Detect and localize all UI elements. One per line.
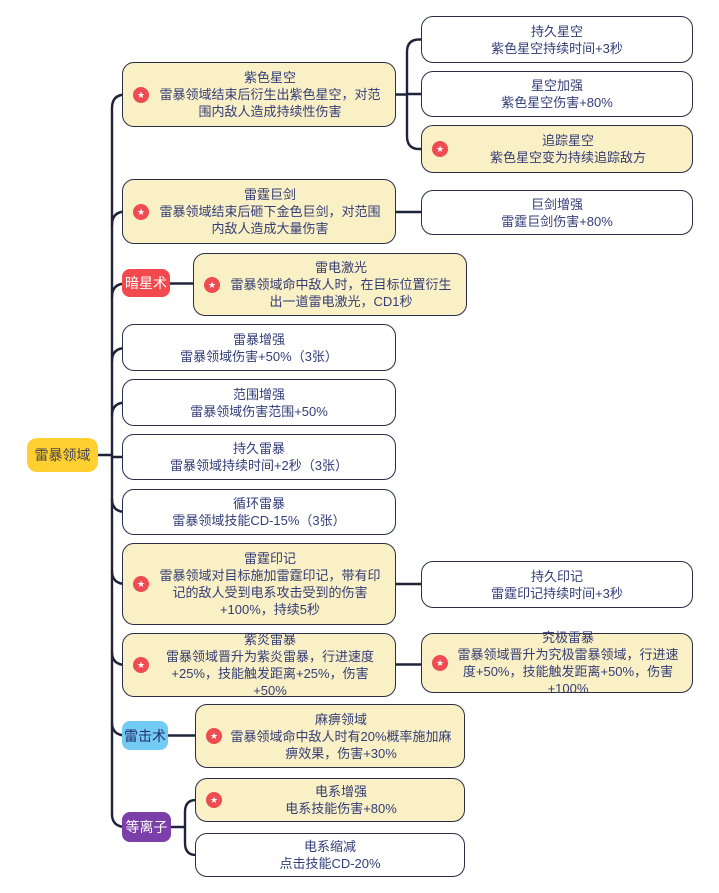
root-label: 雷暴领域	[34, 447, 91, 463]
node-lasting-mark: 持久印记 雷霆印记持续时间+3秒	[421, 561, 693, 608]
node-title: 星空加强	[530, 78, 583, 93]
node-title: 持久雷暴	[232, 441, 285, 456]
node-title: 雷暴增强	[232, 331, 285, 347]
node-body: 紫色星空伤害+80%	[501, 95, 613, 110]
node-title: 麻痹领域	[314, 711, 367, 727]
node-body: 雷暴领域技能CD-15%（3张）	[172, 513, 346, 528]
node-title: 雷霆印记	[243, 551, 296, 566]
node-body: 雷暴领域结束后衍生出紫色星空，对范围内敌人造成持续性伤害	[159, 87, 381, 119]
label-text: 雷击术	[124, 727, 166, 744]
star-badge-icon: ★	[133, 576, 149, 592]
node-title: 电系增强	[314, 784, 367, 799]
node-storm-enhance: 雷暴增强 雷暴领域伤害+50%（3张）	[122, 324, 396, 371]
star-badge-icon: ★	[133, 86, 149, 103]
node-title: 范围增强	[232, 386, 285, 402]
node-greatsword-enhance: 巨剑增强 雷霆巨剑伤害+80%	[421, 190, 693, 235]
node-body: 雷暴领域伤害+50%（3张）	[180, 348, 338, 364]
node-body: 雷暴领域结束后砸下金色巨剑，对范围内敌人造成大量伤害	[159, 204, 381, 236]
node-title: 紫炎雷暴	[243, 632, 296, 647]
star-badge-icon: ★	[206, 792, 222, 808]
star-badge-icon: ★	[206, 728, 222, 744]
node-title: 究极雷暴	[541, 630, 594, 645]
label-plasma: 等离子	[122, 812, 171, 842]
node-lasting-starfield: 持久星空 紫色星空持续时间+3秒	[421, 16, 693, 63]
node-title: 雷电激光	[314, 260, 367, 275]
node-tracking-starfield: ★ 追踪星空 紫色星空变为持续追踪敌方	[421, 125, 693, 173]
node-body: 雷霆巨剑伤害+80%	[501, 213, 613, 229]
node-body: 雷暴领域对目标施加雷霆印记，带有印记的敌人受到电系攻击受到的伤害+100%，持续…	[159, 568, 381, 617]
node-lightning-laser: ★ 雷电激光 雷暴领域命中敌人时，在目标位置衍生出一道雷电激光，CD1秒	[193, 253, 467, 316]
node-body: 点击技能CD-20%	[279, 856, 381, 871]
node-range-enhance: 范围增强 雷暴领域伤害范围+50%	[122, 379, 396, 426]
label-text: 等离子	[125, 819, 168, 835]
label-thunder-strike-art: 雷击术	[122, 721, 168, 750]
node-body: 雷霆印记持续时间+3秒	[491, 585, 623, 601]
node-body: 雷暴领域晋升为究极雷暴领域，行进速度+50%，技能触发距离+50%，伤害+100…	[457, 647, 679, 696]
node-title: 电系缩减	[303, 839, 356, 854]
node-purple-starfield: ★ 紫色星空 雷暴领域结束后衍生出紫色星空，对范围内敌人造成持续性伤害	[122, 62, 396, 127]
node-thunder-mark: ★ 雷霆印记 雷暴领域对目标施加雷霆印记，带有印记的敌人受到电系攻击受到的伤害+…	[122, 543, 396, 625]
label-text: 暗星术	[125, 275, 167, 291]
node-title: 雷霆巨剑	[243, 187, 296, 202]
node-starfield-enhance: 星空加强 紫色星空伤害+80%	[421, 71, 693, 117]
root-node-thunderstorm-field: 雷暴领域	[27, 438, 98, 472]
node-title: 巨剑增强	[530, 196, 583, 212]
star-badge-icon: ★	[432, 655, 448, 671]
node-electric-enhance: ★ 电系增强 电系技能伤害+80%	[195, 778, 465, 822]
node-title: 追踪星空	[541, 133, 594, 148]
star-badge-icon: ★	[204, 276, 220, 293]
node-purple-flame-storm: ★ 紫炎雷暴 雷暴领域晋升为紫炎雷暴，行进速度+25%，技能触发距离+25%，伤…	[122, 632, 396, 698]
node-thunder-greatsword: ★ 雷霆巨剑 雷暴领域结束后砸下金色巨剑，对范围内敌人造成大量伤害	[122, 179, 396, 244]
node-cycle-storm: 循环雷暴 雷暴领域技能CD-15%（3张）	[122, 489, 396, 535]
label-dark-star-art: 暗星术	[122, 269, 170, 297]
node-body: 雷暴领域命中敌人时有20%概率施加麻痹效果，伤害+30%	[230, 728, 452, 761]
node-title: 持久印记	[530, 568, 583, 584]
node-electric-cd-reduction: 电系缩减 点击技能CD-20%	[195, 833, 465, 877]
node-body: 雷暴领域伤害范围+50%	[190, 403, 328, 419]
node-title: 循环雷暴	[232, 496, 285, 511]
node-title: 紫色星空	[243, 70, 296, 85]
node-body: 雷暴领域晋升为紫炎雷暴，行进速度+25%，技能触发距离+25%，伤害+50%	[165, 649, 374, 698]
node-body: 雷暴领域命中敌人时，在目标位置衍生出一道雷电激光，CD1秒	[230, 277, 452, 309]
node-lasting-storm: 持久雷暴 雷暴领域持续时间+2秒（3张）	[122, 434, 396, 480]
node-body: 雷暴领域持续时间+2秒（3张）	[169, 458, 349, 473]
node-body: 电系技能伤害+80%	[285, 801, 397, 816]
node-ultimate-storm: ★ 究极雷暴 雷暴领域晋升为究极雷暴领域，行进速度+50%，技能触发距离+50%…	[421, 630, 693, 696]
node-title: 持久星空	[530, 23, 583, 39]
node-paralysis-field: ★ 麻痹领域 雷暴领域命中敌人时有20%概率施加麻痹效果，伤害+30%	[195, 704, 465, 768]
star-badge-icon: ★	[432, 141, 448, 157]
node-body: 紫色星空持续时间+3秒	[491, 40, 623, 56]
star-badge-icon: ★	[133, 203, 149, 220]
node-body: 紫色星空变为持续追踪敌方	[489, 150, 646, 165]
star-badge-icon: ★	[133, 657, 149, 673]
